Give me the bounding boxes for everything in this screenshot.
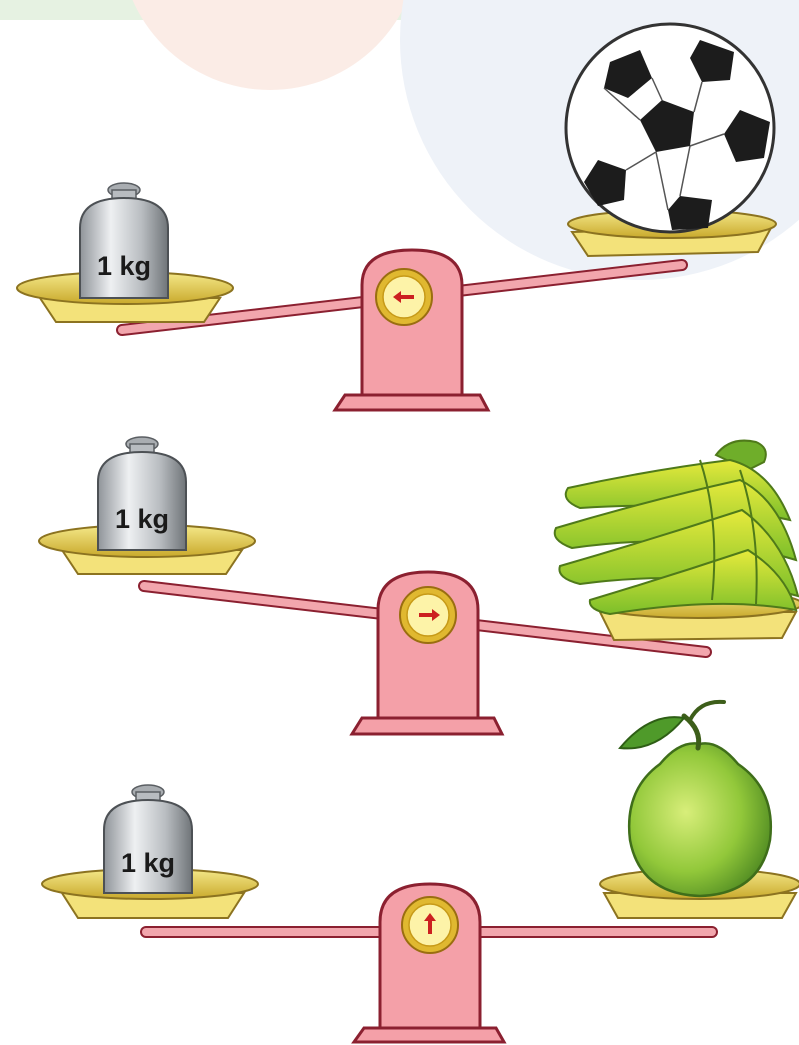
weight-1kg: 1 kg (80, 183, 168, 298)
pomelo-icon (620, 702, 771, 896)
weight-1kg: 1 kg (104, 785, 192, 893)
scale-ball: 1 kg (17, 24, 776, 410)
weight-label: 1 kg (115, 504, 169, 534)
soccer-ball-icon (566, 24, 774, 232)
scale-bananas: 1 kg (39, 437, 799, 734)
weight-1kg: 1 kg (98, 437, 186, 550)
weight-label: 1 kg (121, 848, 175, 878)
banana-bunch-icon (555, 441, 798, 614)
weight-label: 1 kg (97, 251, 151, 281)
bg-circle-pink (120, 0, 420, 90)
scale-pomelo: 1 kg (42, 702, 799, 1042)
